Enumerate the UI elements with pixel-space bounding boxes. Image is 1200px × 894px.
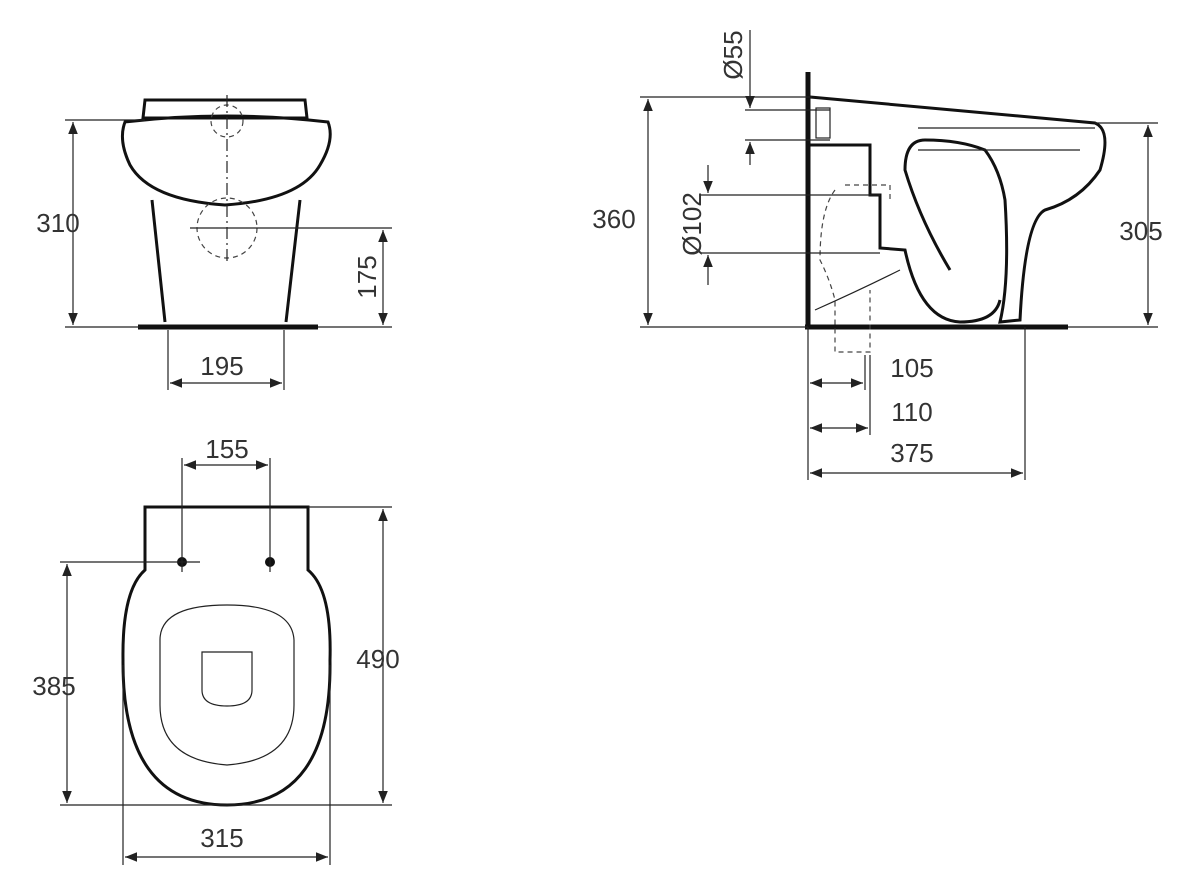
trap-profile: [810, 143, 1002, 324]
bowl-profile: [809, 95, 1107, 324]
bowl-outlet-top: [201, 651, 253, 707]
inlet-spud: [815, 107, 831, 139]
dim-310: 310: [36, 208, 79, 238]
dim-inlet-diameter: Ø55: [718, 30, 748, 79]
front-view: 310 175 195: [36, 95, 392, 390]
outlet-hidden-side: [819, 184, 891, 353]
dim-490: 490: [356, 644, 399, 674]
dim-375: 375: [890, 438, 933, 468]
base-curve: [814, 269, 901, 311]
dim-360: 360: [592, 204, 635, 234]
pedestal: [150, 199, 302, 323]
dim-110: 110: [891, 397, 932, 427]
dim-175: 175: [352, 255, 382, 298]
dim-outlet-diameter: Ø102: [677, 192, 707, 256]
dim-305: 305: [1119, 216, 1162, 246]
bowl-outline-top: [121, 505, 332, 807]
dim-315: 315: [200, 823, 243, 853]
dim-105: 105: [890, 353, 933, 383]
dim-385: 385: [32, 671, 75, 701]
dim-155: 155: [205, 434, 248, 464]
seat-profile: [918, 127, 1095, 151]
bowl-front: [120, 114, 332, 207]
dim-195: 195: [200, 351, 243, 381]
top-view: 155 385 490 315: [32, 434, 400, 865]
seat-opening: [159, 604, 295, 766]
side-view: Ø55 360 Ø102 305 105 110 375: [592, 30, 1163, 480]
cistern-top: [141, 98, 309, 120]
